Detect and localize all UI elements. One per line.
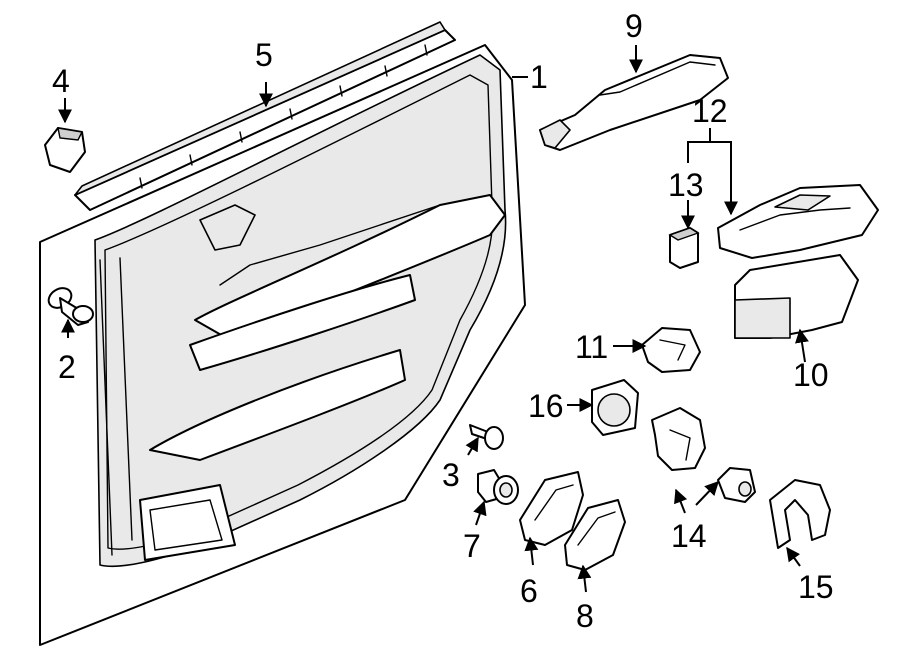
grommet-part-7 [477, 469, 519, 505]
callout-11: 11 [575, 329, 608, 365]
callout-8: 8 [576, 598, 594, 634]
callout-13: 13 [668, 167, 704, 203]
callout-2: 2 [58, 349, 76, 385]
door-panel-part [39, 44, 526, 646]
bracket-part-11 [641, 327, 701, 373]
cap-part-16 [591, 379, 639, 436]
callout-4: 4 [52, 63, 70, 99]
nut-part-14 [717, 467, 756, 503]
callout-labels: 1 2 3 4 5 6 7 8 9 10 11 12 13 14 15 16 [52, 8, 834, 634]
cover-part-8 [564, 499, 626, 571]
callout-5: 5 [255, 37, 273, 73]
screw-part-3 [469, 424, 504, 450]
callout-12: 12 [692, 93, 728, 129]
trim-part-15 [769, 479, 831, 549]
push-clip-part-2 [47, 287, 94, 326]
bracket-part-14-left [651, 407, 706, 471]
callout-15: 15 [798, 569, 834, 605]
clip-part-4 [44, 127, 86, 173]
callout-9: 9 [625, 8, 643, 44]
callout-7: 7 [463, 528, 481, 564]
leader-lines [58, 45, 809, 593]
callout-16: 16 [528, 388, 564, 424]
armrest-part-9 [539, 54, 729, 151]
callout-14: 14 [671, 518, 707, 554]
weatherstrip-part-5 [74, 21, 456, 211]
callout-1: 1 [530, 59, 548, 95]
callout-10: 10 [793, 357, 829, 393]
bracket-part-12 [687, 128, 738, 216]
callout-3: 3 [442, 457, 460, 493]
switch-panel-part-12 [717, 184, 879, 259]
switch-part-10 [734, 254, 859, 339]
clip-part-13 [668, 227, 700, 269]
callout-6: 6 [520, 573, 538, 609]
